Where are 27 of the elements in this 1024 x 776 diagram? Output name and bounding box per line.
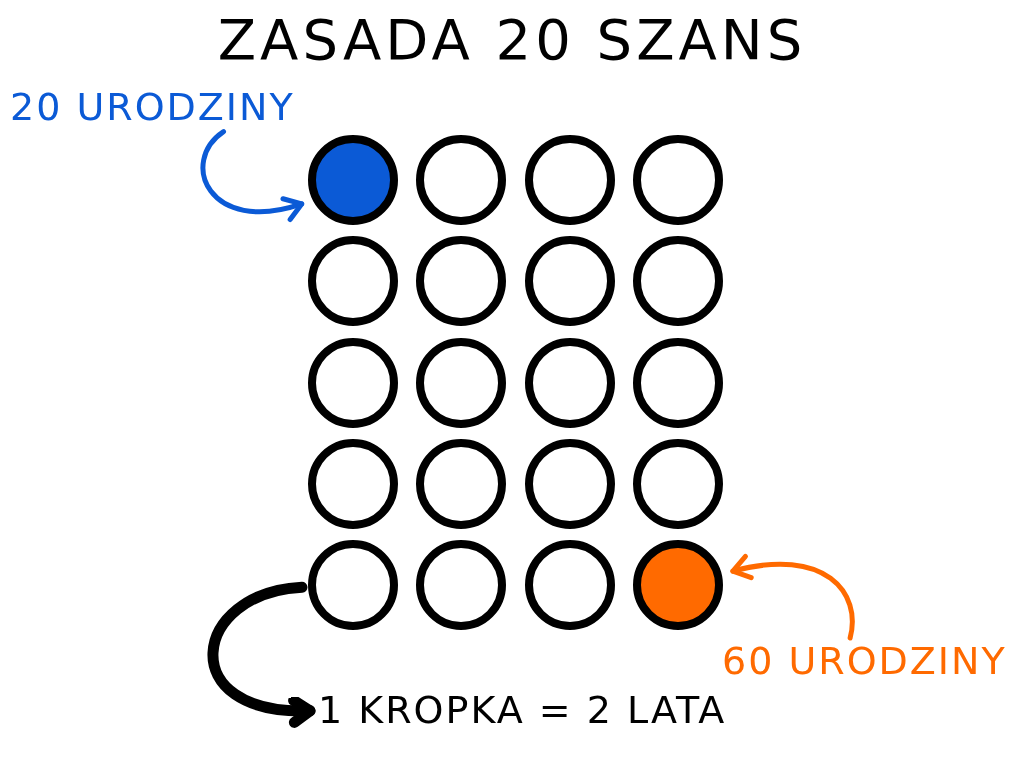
dot <box>416 337 507 428</box>
annotation-text: 1 KROPKA = 2 LATA <box>318 689 727 733</box>
dot <box>632 337 723 428</box>
dot <box>524 135 615 225</box>
dot <box>308 438 398 529</box>
dot <box>524 236 615 327</box>
curved-arrow <box>207 581 316 727</box>
filled-dot <box>632 540 723 631</box>
curved-arrow <box>730 554 855 641</box>
dot <box>416 135 507 225</box>
curved-arrow <box>200 129 305 222</box>
dot <box>524 540 615 631</box>
dot <box>416 438 507 529</box>
dot <box>308 540 398 631</box>
filled-dot <box>308 135 398 225</box>
dot <box>416 540 507 631</box>
title: ZASADA 20 SZANS <box>217 8 807 73</box>
dot <box>308 236 398 327</box>
dot <box>524 438 615 529</box>
dot <box>632 236 723 327</box>
dot <box>308 337 398 428</box>
dot <box>524 337 615 428</box>
dot <box>632 438 723 529</box>
dot <box>416 236 507 327</box>
dot <box>632 135 723 225</box>
annotation-text: 60 URODZINY <box>722 640 1007 684</box>
annotation-text: 20 URODZINY <box>10 86 295 130</box>
